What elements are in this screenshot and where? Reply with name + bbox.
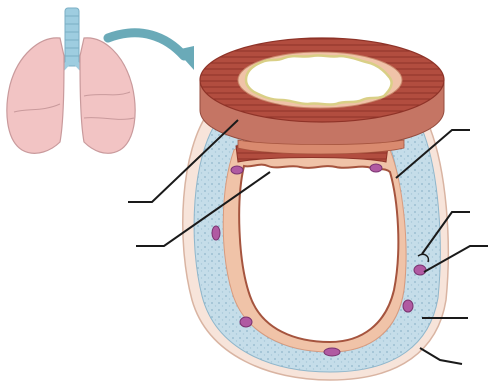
gland-icon — [240, 317, 252, 327]
gland-icon — [414, 265, 426, 275]
trachea-ring-3d — [200, 38, 444, 154]
ring-lumen — [246, 55, 392, 104]
gland-icon — [370, 164, 382, 172]
trachea-tube — [65, 8, 79, 66]
gland-icon — [324, 348, 340, 356]
left-lung — [7, 38, 64, 153]
leader-line-7 — [420, 348, 462, 364]
lungs-illustration — [7, 8, 135, 153]
epithelium-line — [239, 165, 398, 342]
gland-icon — [212, 226, 220, 240]
gland-icon — [403, 300, 413, 312]
gland-icon — [231, 166, 243, 174]
